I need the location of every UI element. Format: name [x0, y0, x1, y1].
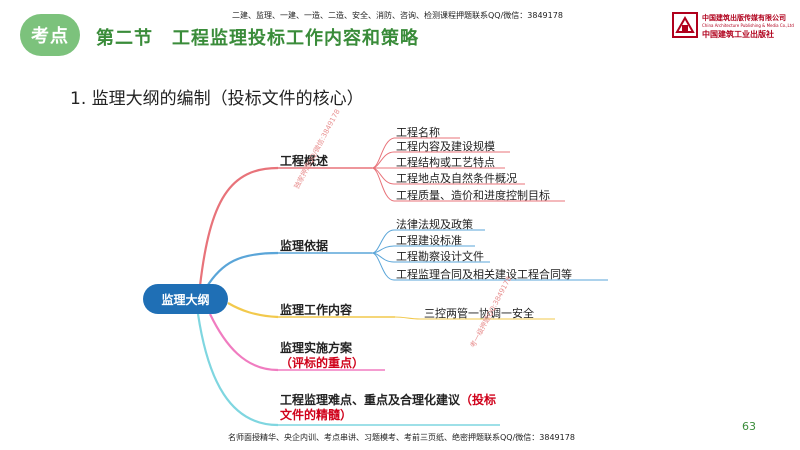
leaf-structure-features: 工程结构或工艺特点 [396, 156, 495, 169]
branch-connector-overview [198, 166, 279, 287]
leaf-location-conditions: 工程地点及自然条件概况 [396, 172, 517, 185]
branch-label-difficulties: 工程监理难点、重点及合理化建议（投标 [280, 391, 496, 408]
leaf-supervision-contracts: 工程监理合同及相关建设工程合同等 [396, 268, 572, 281]
branch-note-difficulties-a: （投标 [460, 393, 497, 407]
branch-label-overview: 工程概述 [280, 154, 329, 168]
branch-note-implementation: （评标的重点） [280, 356, 365, 370]
branch-connector-difficulties [196, 313, 279, 427]
publisher-name: 中国建筑出版传媒有限公司 [702, 14, 786, 22]
bottom-contact-note: 名师面授精华、央企内训、考点串讲、习题模考、考前三页纸、绝密押题联系QQ/微信：… [228, 433, 575, 442]
leaf-construction-standards: 工程建设标准 [396, 234, 462, 247]
branch-note-difficulties-b: 文件的精髓） [280, 408, 353, 422]
leaf-laws-policies: 法律法规及政策 [396, 218, 473, 231]
publisher-english-name: China Architecture Publishing & Media Co… [702, 23, 794, 28]
branch-label-work-content: 监理工作内容 [280, 303, 353, 317]
branch-label-implementation: 监理实施方案 [280, 341, 353, 355]
branch-connector-basis [205, 251, 279, 289]
leaf-three-controls: 三控两管一协调一安全 [424, 307, 534, 320]
page-heading: 1. 监理大纲的编制（投标文件的核心） [70, 89, 364, 109]
leaf-project-name: 工程名称 [396, 126, 440, 139]
branch-connector-work-content [227, 302, 279, 319]
leaf-project-scope: 工程内容及建设规模 [396, 140, 495, 153]
top-contact-note: 二建、监理、一建、一造、二造、安全、消防、咨询、检测课程押题联系QQ/微信：38… [232, 11, 563, 20]
topic-badge: 考点 [20, 14, 80, 56]
mindmap-root: 监理大纲 [143, 284, 228, 314]
publisher-emblem-icon [672, 12, 698, 38]
branch-label-difficulties-text: 工程监理难点、重点及合理化建议 [280, 393, 461, 407]
publisher-logo: 中国建筑出版传媒有限公司 China Architecture Publishi… [672, 10, 794, 42]
leaf-control-targets: 工程质量、造价和进度控制目标 [396, 189, 550, 202]
branch-label-basis: 监理依据 [280, 239, 329, 253]
page-number: 63 [742, 420, 756, 433]
publisher-brand: 中国建筑工业出版社 [702, 29, 774, 39]
branch-connector-implementation [209, 313, 279, 372]
leaf-survey-design-docs: 工程勘察设计文件 [396, 250, 484, 263]
section-title: 第二节 工程监理投标工作内容和策略 [96, 28, 419, 49]
